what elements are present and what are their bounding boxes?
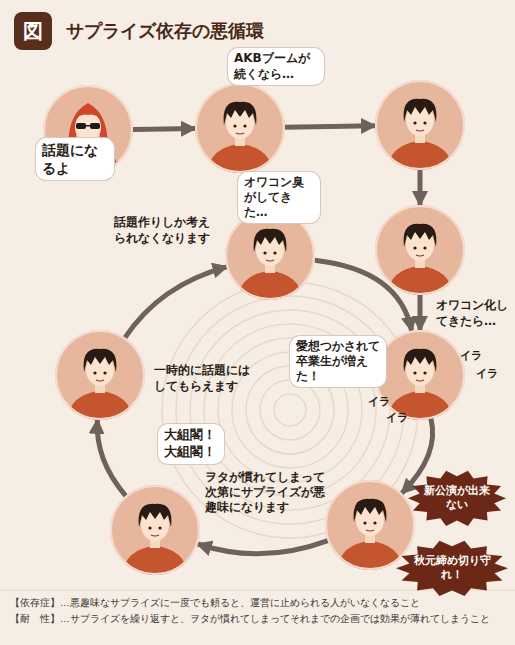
speech-bubble: オワコン臭がしてきた… — [238, 172, 320, 223]
edge-label: ヲタが慣れてしまって次第にサプライズが悪趣味になります — [205, 470, 331, 515]
person-circle — [375, 205, 465, 295]
person-illustration — [55, 330, 145, 420]
figure-badge: 図 — [14, 12, 52, 50]
starburst — [325, 480, 415, 570]
person-circle: AKBブームが続くなら… — [195, 83, 285, 173]
caption-text: 話題作りしか考えられなくなります — [112, 214, 220, 247]
diagram-title: サプライズ依存の悪循環 — [66, 19, 264, 42]
person-circle: 愛想つかされて卒業生が増えた！イライライライラ — [375, 330, 465, 420]
person-illustration — [375, 205, 465, 295]
footnote: 【依存症】…悪趣味なサプライズに一度でも頼ると、運営に止められる人がいなくなるこ… — [10, 597, 420, 609]
flow-arrow — [198, 541, 328, 554]
caption-text: イラ — [366, 394, 392, 410]
flow-arrow — [125, 267, 227, 338]
starburst — [325, 480, 415, 570]
person-illustration — [110, 485, 200, 575]
edge-label: オワコン化してきたら… — [436, 298, 508, 329]
person-circle — [375, 80, 465, 170]
person-illustration — [195, 83, 285, 173]
flow-arrow — [285, 126, 375, 128]
flow-arrow — [97, 420, 125, 496]
caption-text: イラ — [474, 366, 500, 382]
flow-arrow — [133, 126, 195, 132]
burst-text: 新公演が出来ない — [420, 482, 494, 515]
speech-bubble: 大組閣！ 大組閣！ — [158, 424, 224, 464]
person-illustration — [225, 210, 315, 300]
footnote: 【耐 性】…サプライズを繰り返すと、ヲタが慣れてしまってそれまでの企画では効果が… — [10, 613, 490, 625]
caption-text: イラ — [458, 348, 484, 364]
person-illustration — [375, 80, 465, 170]
flow-arrow — [418, 170, 423, 205]
person-circle: 新公演が出来ない秋元締め切り守れ！ — [325, 480, 415, 570]
person-illustration — [325, 480, 415, 570]
person-circle: 話題になるよ — [43, 85, 133, 175]
burst-text: 秋元締め切り守れ！ — [408, 552, 496, 585]
speech-bubble: 話題になるよ — [36, 138, 114, 180]
flow-arrow — [418, 295, 423, 330]
person-circle: オワコン臭がしてきた…話題作りしか考えられなくなります — [225, 210, 315, 300]
caption-text: イラ — [384, 410, 410, 426]
person-circle: 一時的に話題にはしてもらえます — [55, 330, 145, 420]
speech-bubble: 愛想つかされて卒業生が増えた！ — [290, 336, 386, 387]
speech-bubble: AKBブームが続くなら… — [228, 48, 324, 85]
caption-text: 一時的に話題にはしてもらえます — [152, 362, 256, 395]
person-circle: 大組閣！ 大組閣！ — [110, 485, 200, 575]
